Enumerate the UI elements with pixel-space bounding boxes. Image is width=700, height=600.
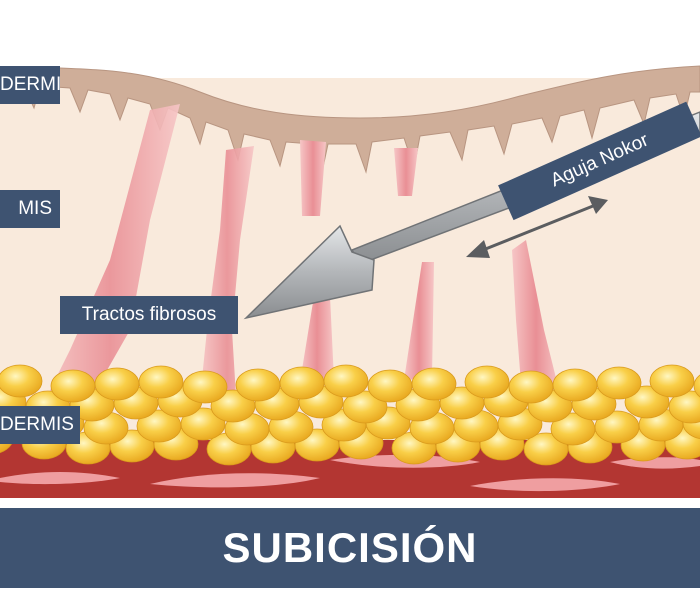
fat-cell	[693, 374, 700, 398]
fibrous-tract	[404, 262, 434, 380]
fat-cell	[649, 364, 695, 398]
page-title: SUBICISIÓN	[0, 508, 700, 588]
fat-cell	[235, 368, 281, 402]
muscle-fiber	[0, 472, 120, 485]
fat-cell	[323, 364, 369, 398]
dermis-label: MIS	[0, 190, 60, 228]
fat-cell	[596, 366, 642, 400]
fibrous-tract	[394, 148, 418, 196]
fat-cell	[668, 390, 700, 424]
fat-cell	[182, 370, 228, 404]
fibrous-tract	[200, 146, 254, 398]
muscle-fiber	[470, 478, 620, 492]
fat-cell	[279, 366, 325, 400]
fat-layer	[0, 364, 700, 466]
fat-cell	[411, 367, 457, 401]
fibrous-tract	[300, 140, 326, 216]
epidermis-label: DERMIS	[0, 66, 60, 104]
fat-cell	[94, 367, 140, 401]
fat-cell	[552, 368, 598, 402]
fat-cell	[464, 365, 510, 399]
epidermis-layer	[0, 65, 700, 174]
fat-cell	[508, 370, 554, 404]
fibrous-tract	[40, 104, 180, 410]
fibrous-tract	[512, 240, 560, 396]
fat-cell	[138, 365, 184, 399]
muscle-fiber	[150, 473, 320, 488]
fibrous-tracts-label: Tractos fibrosos	[60, 296, 238, 334]
fat-cell	[342, 390, 388, 424]
fat-cell	[50, 369, 96, 403]
fat-cell	[0, 364, 43, 398]
fat-cell	[624, 385, 670, 419]
muscle-fiber	[610, 457, 700, 469]
fat-cell	[180, 407, 226, 441]
fibrous-tract	[300, 296, 334, 382]
fat-cell	[367, 369, 413, 403]
movement-arrow	[466, 196, 608, 258]
hypodermis-label: DERMIS	[0, 406, 80, 444]
